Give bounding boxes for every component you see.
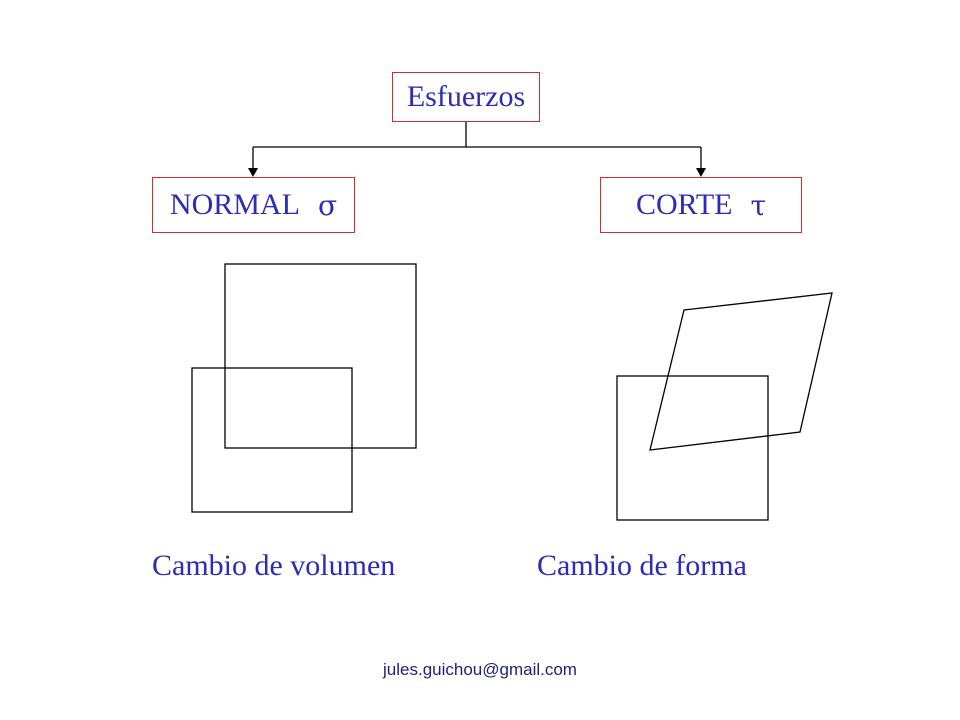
corte-label: CORTE [635,188,733,221]
connector-lines [252,121,702,170]
sigma-symbol: σ [317,188,338,222]
expanded-square [224,263,417,449]
sheared-parallelogram [649,292,833,451]
tau-symbol: τ [750,188,767,222]
esfuerzos-label: Esfuerzos [406,80,526,113]
footer-email: jules.guichou@gmail.com [383,660,577,679]
original-square-left [191,367,353,513]
shape-change-caption: Cambio de forma [537,549,747,582]
shape-change-figure [616,292,833,521]
volume-change-caption: Cambio de volumen [152,549,396,582]
normal-box: NORMAL σ [152,177,355,233]
right-arrowhead [696,168,706,177]
volume-change-figure [191,263,417,513]
corte-box: CORTE τ [600,177,802,233]
left-arrowhead [248,168,258,177]
esfuerzos-box: Esfuerzos [392,72,540,122]
normal-label: NORMAL [169,188,300,221]
original-square-right [616,375,769,521]
